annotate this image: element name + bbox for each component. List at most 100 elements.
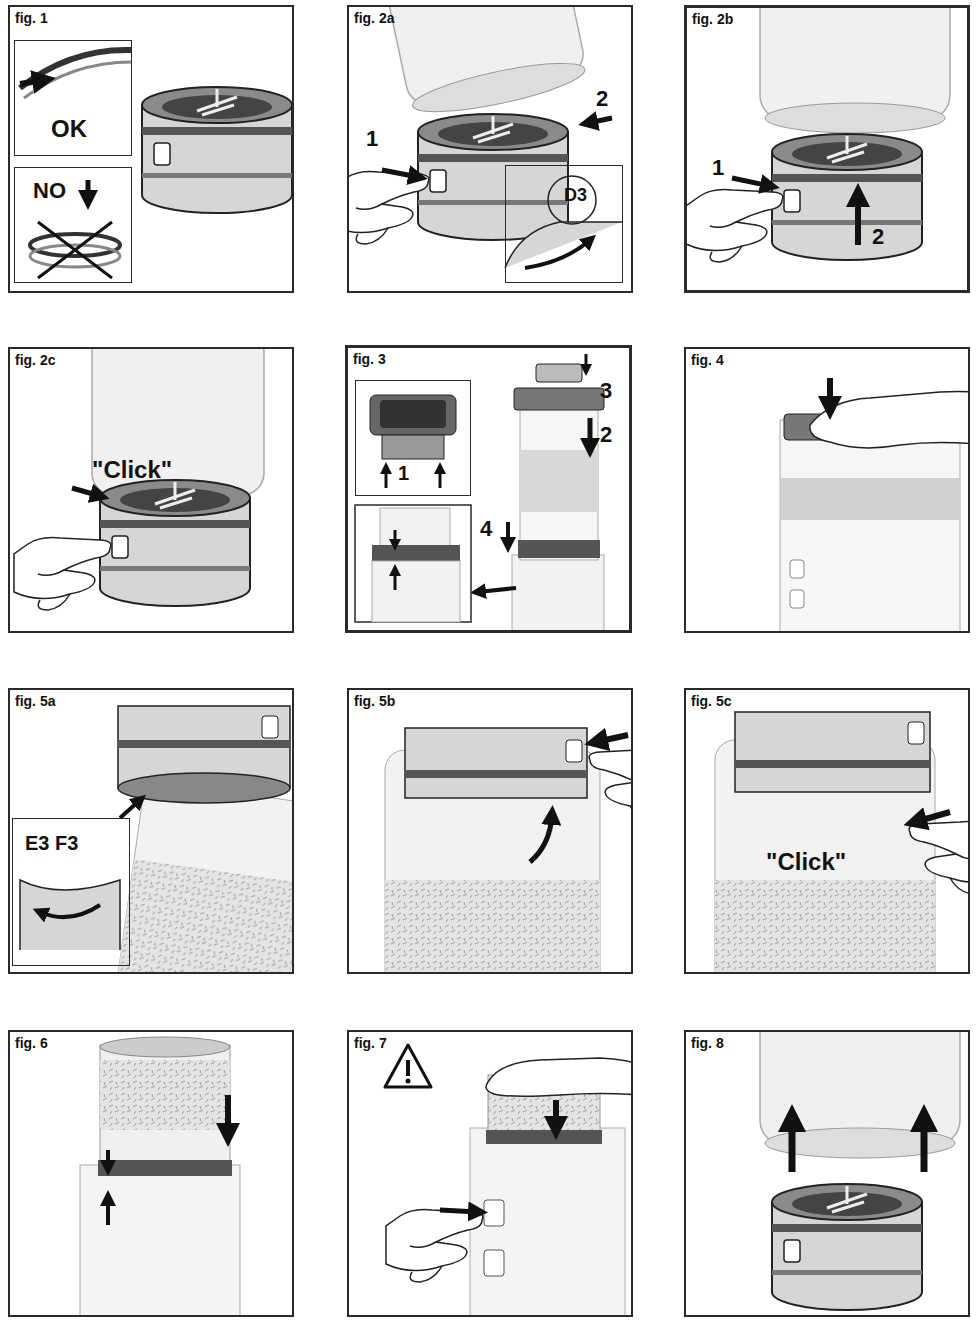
inset-label: 1 <box>398 463 409 483</box>
figure-panel: fig. 1OKNO <box>8 5 294 293</box>
base-unit <box>372 561 460 622</box>
liquid <box>780 478 960 520</box>
inset-label: D3 <box>564 186 587 204</box>
container-rim <box>100 1037 230 1057</box>
base-unit <box>512 555 604 633</box>
release-button <box>262 716 278 738</box>
cap <box>536 364 582 382</box>
fig7-art <box>385 1045 633 1317</box>
seal-ring <box>24 62 132 98</box>
arrow <box>478 588 516 592</box>
jar-body <box>760 1030 960 1145</box>
arrow <box>588 118 612 123</box>
inset-label: E3 F3 <box>25 833 78 853</box>
figure-label: fig. 5a <box>15 694 55 708</box>
arrow <box>596 735 628 742</box>
fig4-art <box>780 378 970 633</box>
arrow <box>106 1150 110 1168</box>
inset-box: E3 F3 <box>12 818 130 966</box>
unit-body <box>735 712 930 792</box>
figure-label: fig. 2b <box>692 12 733 26</box>
herbs <box>385 880 600 974</box>
arrow <box>827 378 833 408</box>
hand <box>386 1210 483 1282</box>
lid-thread <box>382 435 444 459</box>
jar <box>380 5 590 122</box>
collar <box>372 545 460 561</box>
arrow <box>921 1118 928 1172</box>
jar-body <box>760 5 950 120</box>
arrow <box>855 195 861 245</box>
hand <box>810 391 970 447</box>
hand <box>589 750 633 822</box>
fig5a-art <box>20 706 294 974</box>
cross-mark <box>38 222 112 278</box>
device <box>780 420 960 633</box>
seal-ring <box>30 245 120 267</box>
figure-label: fig. 5c <box>691 694 731 708</box>
figure-panel: fig. 8 <box>684 1030 970 1317</box>
arrow <box>382 170 418 177</box>
figure-label: fig. 8 <box>691 1036 724 1050</box>
herbs <box>117 859 294 974</box>
fig5b-art <box>385 728 633 974</box>
warning-mark <box>406 1060 410 1076</box>
figure-label: fig. 5b <box>354 694 395 708</box>
arrow <box>385 468 388 488</box>
arrow <box>506 522 510 545</box>
arrow <box>394 570 397 590</box>
arrow <box>225 1095 231 1135</box>
collar <box>518 540 600 558</box>
jar-rim <box>765 103 945 133</box>
arrow <box>120 800 140 818</box>
warning-dot <box>406 1079 411 1084</box>
button <box>790 590 804 608</box>
collar <box>98 1160 232 1176</box>
figure-label: fig. 2a <box>354 11 394 25</box>
unit-detail <box>20 880 120 950</box>
button <box>484 1250 504 1276</box>
fig2c-art <box>14 347 264 610</box>
figure-label: fig. 7 <box>354 1036 387 1050</box>
jar-body <box>380 5 587 108</box>
herbs <box>100 1060 230 1130</box>
callout-number: 3 <box>600 380 612 402</box>
container <box>100 1045 230 1175</box>
fig8-art <box>760 1030 960 1310</box>
unit-body <box>118 706 290 788</box>
seal-ring <box>30 234 120 256</box>
figure-panel: fig. 5b <box>347 688 633 974</box>
detail-circle <box>548 176 596 224</box>
warning-triangle <box>385 1045 431 1087</box>
unit-detail <box>505 222 622 268</box>
callout-number: 2 <box>872 226 884 248</box>
figure-panel: fig. 2c <box>8 347 294 633</box>
figure-label: fig. 3 <box>353 352 386 366</box>
release-button <box>908 722 924 744</box>
arrow <box>106 1198 110 1225</box>
callout-number: 2 <box>596 88 608 110</box>
arrow <box>588 418 593 448</box>
jar-rim <box>765 1128 955 1158</box>
fig2a-art <box>347 5 622 268</box>
inset-box: D3 <box>505 165 623 283</box>
fig2b-art <box>686 5 950 262</box>
arrow <box>553 1100 559 1128</box>
figure-label: fig. 1 <box>15 11 48 25</box>
blade-unit <box>100 480 250 606</box>
unit-band <box>118 740 290 748</box>
inset-box: 1 <box>355 380 471 496</box>
figure-panel: fig. 3 1 <box>345 345 632 633</box>
inset-box <box>355 505 471 622</box>
jar-rim <box>409 54 588 122</box>
arrow <box>585 354 588 370</box>
callout-number: 4 <box>480 518 492 540</box>
arrow <box>72 488 100 496</box>
fig6-art <box>80 1037 240 1317</box>
turn-arrow <box>525 240 590 268</box>
inset-box: OK <box>14 40 132 156</box>
base-unit <box>80 1165 240 1317</box>
figure-label: fig. 4 <box>691 353 724 367</box>
